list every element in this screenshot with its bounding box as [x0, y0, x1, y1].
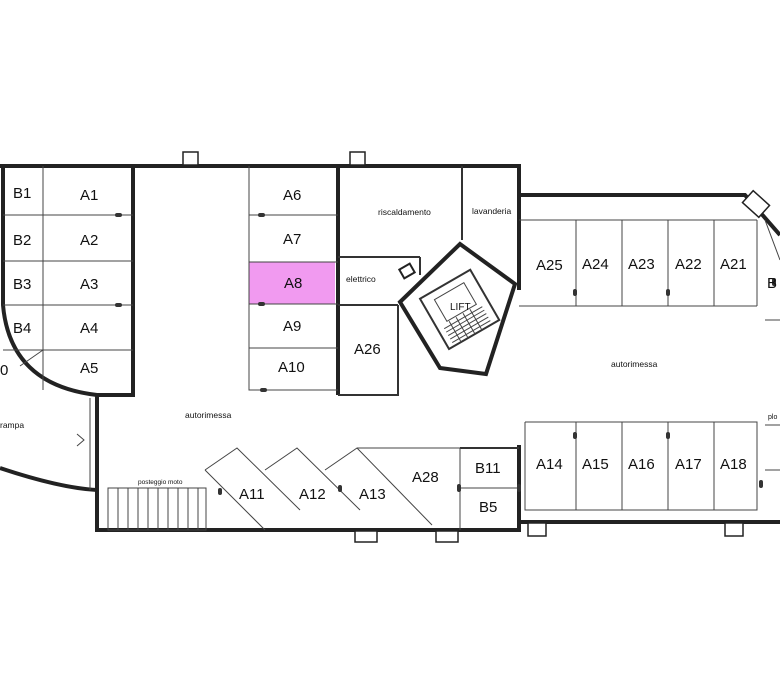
- label-a13: A13: [359, 486, 386, 503]
- left-parking-grid: [3, 166, 133, 390]
- label-a11: A11: [239, 486, 265, 503]
- label-a7: A7: [283, 231, 301, 248]
- label-a14: A14: [536, 456, 563, 473]
- label-a9: A9: [283, 318, 301, 335]
- wall-columns: [182, 151, 771, 543]
- right-bottom-parking-grid: [524, 421, 780, 511]
- label-a15: A15: [582, 456, 609, 473]
- label-a4: A4: [80, 320, 98, 337]
- outer-walls: [0, 164, 780, 532]
- middle-parking-grid: [248, 166, 338, 392]
- service-rooms: [338, 166, 518, 396]
- label-a22: A22: [675, 256, 702, 273]
- label-a23: A23: [628, 256, 655, 273]
- label-b5: B5: [479, 499, 497, 516]
- label-a8[interactable]: A8: [284, 275, 302, 292]
- label-lavanderia: lavanderia: [472, 206, 511, 216]
- label-a12: A12: [299, 486, 326, 503]
- diagonal-parking: [204, 447, 460, 531]
- label-autorimessa-left: autorimessa: [185, 410, 232, 420]
- ramp-marks: [76, 398, 91, 490]
- label-rampa: rampa: [0, 420, 24, 430]
- label-a28: A28: [412, 469, 439, 486]
- label-a1: A1: [80, 187, 98, 204]
- label-b4: B4: [13, 320, 31, 337]
- label-a25: A25: [536, 257, 563, 274]
- label-posteggio-moto: posteggio moto: [138, 479, 183, 486]
- label-edge-right-bottom: plo: [768, 414, 777, 421]
- label-lift: LIFT: [450, 302, 471, 313]
- label-riscaldamento: riscaldamento: [378, 207, 431, 217]
- space-a8-highlight[interactable]: [249, 262, 335, 304]
- motorcycle-parking: [107, 487, 207, 531]
- storage-b-block: [457, 448, 521, 530]
- space-labels: B1 B2 B3 B4 0 A1 A2 A3 A4 A5 A6 A7 A8 A9…: [0, 185, 777, 516]
- label-a16: A16: [628, 456, 655, 473]
- label-a21: A21: [720, 256, 747, 273]
- label-a24: A24: [582, 256, 609, 273]
- label-b1: B1: [13, 185, 31, 202]
- label-a5: A5: [80, 360, 98, 377]
- label-b-edge-right: B: [767, 275, 777, 292]
- label-a18: A18: [720, 456, 747, 473]
- label-a3: A3: [80, 276, 98, 293]
- label-a26: A26: [354, 341, 381, 358]
- label-autorimessa-right: autorimessa: [611, 359, 658, 369]
- label-b3: B3: [13, 276, 31, 293]
- right-top-parking-grid: [519, 219, 780, 321]
- label-b11: B11: [475, 460, 501, 477]
- label-elettrico: elettrico: [346, 274, 376, 284]
- room-labels: riscaldamento lavanderia elettrico LIFT …: [0, 206, 777, 486]
- label-a2: A2: [80, 232, 98, 249]
- label-a10: A10: [278, 359, 305, 376]
- label-a17: A17: [675, 456, 702, 473]
- label-a6: A6: [283, 187, 301, 204]
- label-b2: B2: [13, 232, 31, 249]
- label-edge-left: 0: [0, 362, 8, 379]
